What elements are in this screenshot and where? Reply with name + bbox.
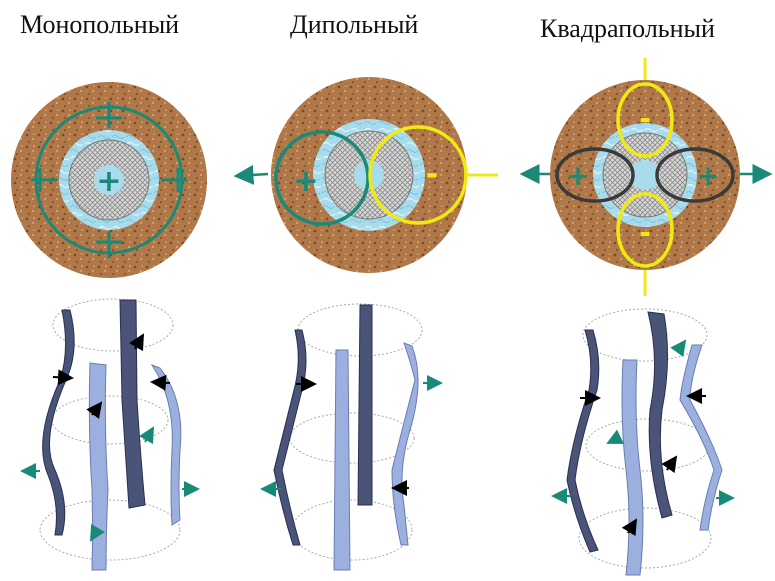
tool-core <box>94 165 124 195</box>
plus-sign: + <box>696 159 719 192</box>
black-arrow <box>52 369 74 386</box>
plus-sign: + <box>566 159 589 192</box>
dipole-borehole-3d <box>260 303 443 571</box>
strip-light <box>391 342 419 546</box>
quadrupole-positive-lobe-left <box>555 147 635 203</box>
borehole-outline-ellipse <box>585 418 711 472</box>
borehole-outline-ellipse <box>578 507 712 569</box>
borehole-outline-ellipse <box>582 308 708 362</box>
quadrupole-negative-lobe-top <box>616 82 674 158</box>
quadrupole-cross-section: - - + + <box>519 58 773 296</box>
teal-arrow <box>670 339 687 358</box>
dipole-cross-section: + - <box>233 77 498 273</box>
strip-light <box>333 349 351 571</box>
black-arrow <box>86 401 103 419</box>
strip-dark <box>273 329 307 546</box>
plus-sign: + <box>293 164 318 199</box>
title-quadrupole: Квадрапольный <box>540 14 715 43</box>
borehole-outline-ellipse <box>52 298 174 352</box>
teal-arrow <box>233 164 269 185</box>
monopole-cross-section: + <box>11 82 207 278</box>
strip-light <box>150 363 182 526</box>
borehole-outline-ellipse <box>291 499 413 561</box>
quadrupole-positive-lobe-right <box>655 147 735 203</box>
borehole-outline-ellipse <box>51 395 169 445</box>
tool-core <box>630 160 660 190</box>
teal-arrow <box>606 429 625 444</box>
teal-arrow <box>139 426 154 445</box>
borehole-outline-ellipse <box>297 303 423 357</box>
minus-sign: - <box>639 216 651 249</box>
teal-arrow <box>89 523 105 542</box>
minus-sign: - <box>426 157 438 192</box>
quadrupole-negative-lobe-bottom <box>616 192 674 268</box>
borehole-outline-ellipse <box>39 499 181 561</box>
title-monopole: Монопольный <box>20 10 180 39</box>
borehole-outline-ellipse <box>289 412 415 464</box>
monopole-borehole-3d <box>20 298 200 571</box>
strip-dark <box>119 299 146 509</box>
quadrupole-borehole-3d <box>551 308 735 576</box>
minus-sign: - <box>639 102 651 135</box>
strip-dark <box>357 304 373 506</box>
black-arrow <box>661 455 678 474</box>
black-arrow <box>621 518 638 537</box>
black-arrow <box>129 333 144 352</box>
strip-dark <box>647 311 673 519</box>
strip-light <box>679 344 723 531</box>
strip-light <box>621 359 644 576</box>
dipole-positive-lobe <box>274 130 370 226</box>
black-arrow <box>150 374 171 391</box>
title-dipole: Дипольный <box>290 10 419 39</box>
plus-sign: + <box>96 164 121 199</box>
strip-dark <box>42 309 75 536</box>
